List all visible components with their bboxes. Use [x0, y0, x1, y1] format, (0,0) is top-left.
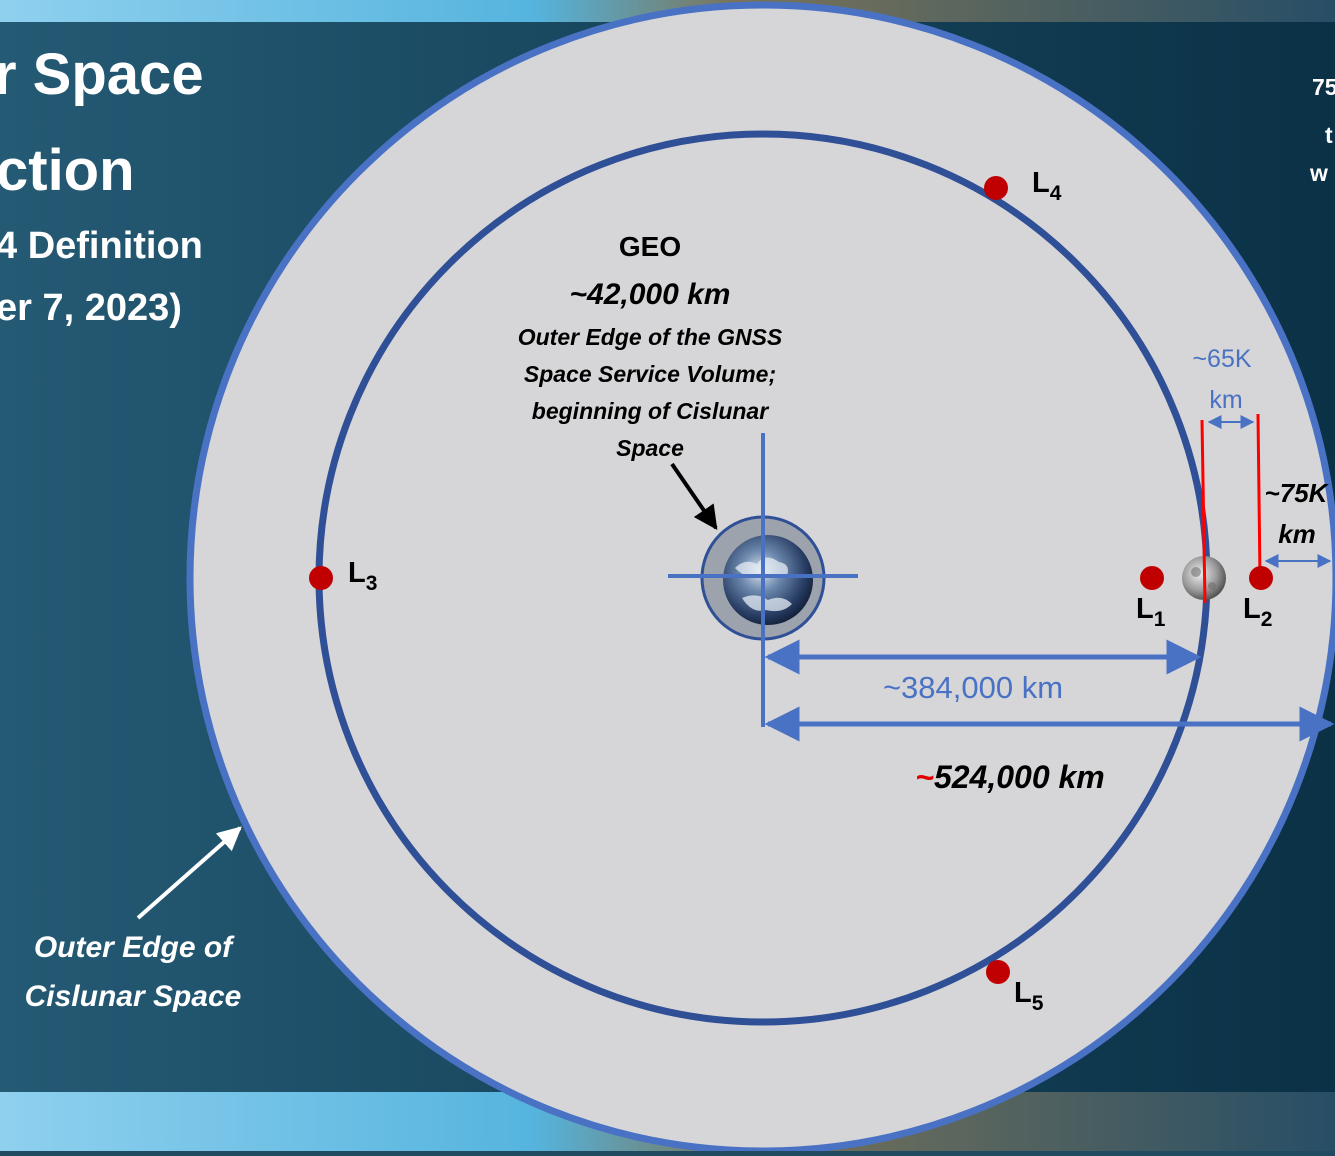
l1-label: L1 [1136, 593, 1166, 631]
l1-gap-line [1200, 419, 1207, 604]
moon-distance-label: ~384,000 km [883, 670, 1063, 705]
l1-point [1140, 566, 1164, 590]
moon-crater [1191, 567, 1201, 577]
geo-desc-line3: beginning of Cislunar [532, 398, 769, 424]
moon-crater [1208, 582, 1216, 590]
slide-subtitle-line2: er 7, 2023) [0, 287, 182, 329]
l3-label: L3 [348, 557, 377, 595]
outer-edge-label-line1: Outer Edge of [34, 931, 235, 964]
geo-distance: ~42,000 km [570, 278, 731, 311]
right-fragment-2: t [1325, 122, 1333, 148]
l3-point [309, 566, 333, 590]
geo-desc-line4: Space [616, 435, 684, 461]
cislunar-edge-distance-label: ~524,000 km [915, 759, 1105, 795]
geo-pointer-arrow [670, 462, 718, 530]
l2-label: L2 [1243, 593, 1272, 631]
outer-edge-arrow [136, 826, 242, 920]
l2-gap-label-line1: ~75K [1265, 478, 1330, 508]
l4-point [984, 176, 1008, 200]
slide-subtitle-line1: 4 Definition [0, 225, 203, 267]
earth-icon [723, 535, 813, 625]
geo-desc-line2: Space Service Volume; [524, 361, 776, 387]
l1-gap-label-line1: ~65K [1192, 345, 1251, 373]
slide-title-line2: ction [0, 138, 135, 203]
right-fragment-3: w [1309, 160, 1328, 186]
l2-gap-label-line2: km [1278, 519, 1316, 549]
geo-desc-line1: Outer Edge of the GNSS [518, 324, 783, 350]
l2-gap-line [1256, 413, 1262, 579]
right-fragment-1: 75 [1312, 74, 1335, 100]
l4-label: L4 [1032, 167, 1062, 205]
l2-point [1249, 566, 1273, 590]
geo-label: GEO [619, 231, 681, 262]
l5-point [986, 960, 1010, 984]
l1-gap-label-line2: km [1209, 386, 1242, 414]
earth-clouds [735, 557, 792, 612]
l5-label: L5 [1014, 977, 1044, 1015]
outer-edge-label-line2: Cislunar Space [25, 980, 242, 1013]
slide-title-line1: r Space [0, 42, 204, 107]
